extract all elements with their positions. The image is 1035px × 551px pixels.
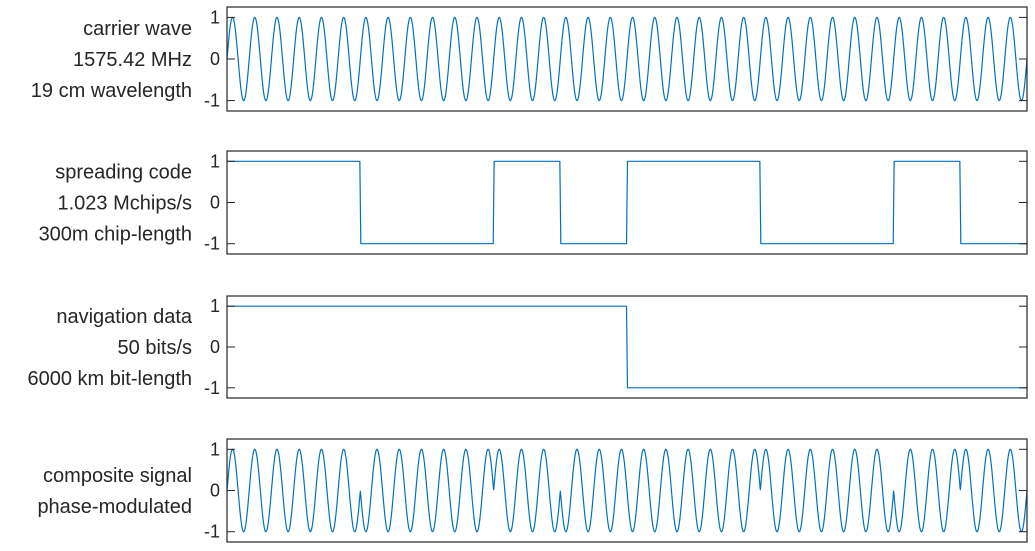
ylabel-line: 19 cm wavelength — [31, 80, 192, 102]
signal-trace-spreading-code — [227, 160, 1027, 245]
ylabel-line: 1575.42 MHz — [73, 49, 192, 71]
ytick-label: -1 — [204, 378, 220, 398]
ylabel-line: phase-modulated — [37, 496, 192, 518]
subplot-spreading-code: -1 0 1 spreading code 1.023 Mchips/s 300m chi… — [39, 150, 1028, 255]
ytick-label: 1 — [210, 7, 220, 27]
ylabel-line: navigation data — [56, 306, 193, 328]
ylabel-line: composite signal — [43, 465, 192, 487]
signal-trace-composite — [226, 448, 1028, 533]
signal-trace-carrier — [226, 16, 1028, 102]
ytick-label: 1 — [210, 439, 220, 459]
ytick-label: 0 — [210, 49, 220, 69]
ylabel-line: spreading code — [55, 162, 192, 184]
ylabel-line: carrier wave — [83, 18, 192, 40]
ytick-label: -1 — [204, 234, 220, 254]
ytick-label: -1 — [204, 522, 220, 542]
ylabel-line: 1.023 Mchips/s — [57, 193, 192, 215]
subplot-composite: -1 0 1 composite signal phase-modulated — [37, 438, 1028, 543]
ytick-label: -1 — [204, 91, 220, 111]
ytick-label: 0 — [210, 193, 220, 213]
ytick-label: 0 — [210, 481, 220, 501]
ylabel-line: 50 bits/s — [118, 337, 192, 359]
subplot-carrier: -1 0 1 carrier wave 1575.42 MHz 19 cm wavelen… — [31, 6, 1028, 112]
ytick-label: 0 — [210, 337, 220, 357]
ylabel-line: 300m chip-length — [39, 224, 192, 246]
ytick-label: 1 — [210, 296, 220, 316]
signal-trace-navigation-data — [227, 305, 1027, 389]
ytick-label: 1 — [210, 151, 220, 171]
ylabel-line: 6000 km bit-length — [27, 368, 192, 390]
subplot-navigation-data: -1 0 1 navigation data 50 bits/s 6000 km bit-… — [27, 295, 1028, 399]
